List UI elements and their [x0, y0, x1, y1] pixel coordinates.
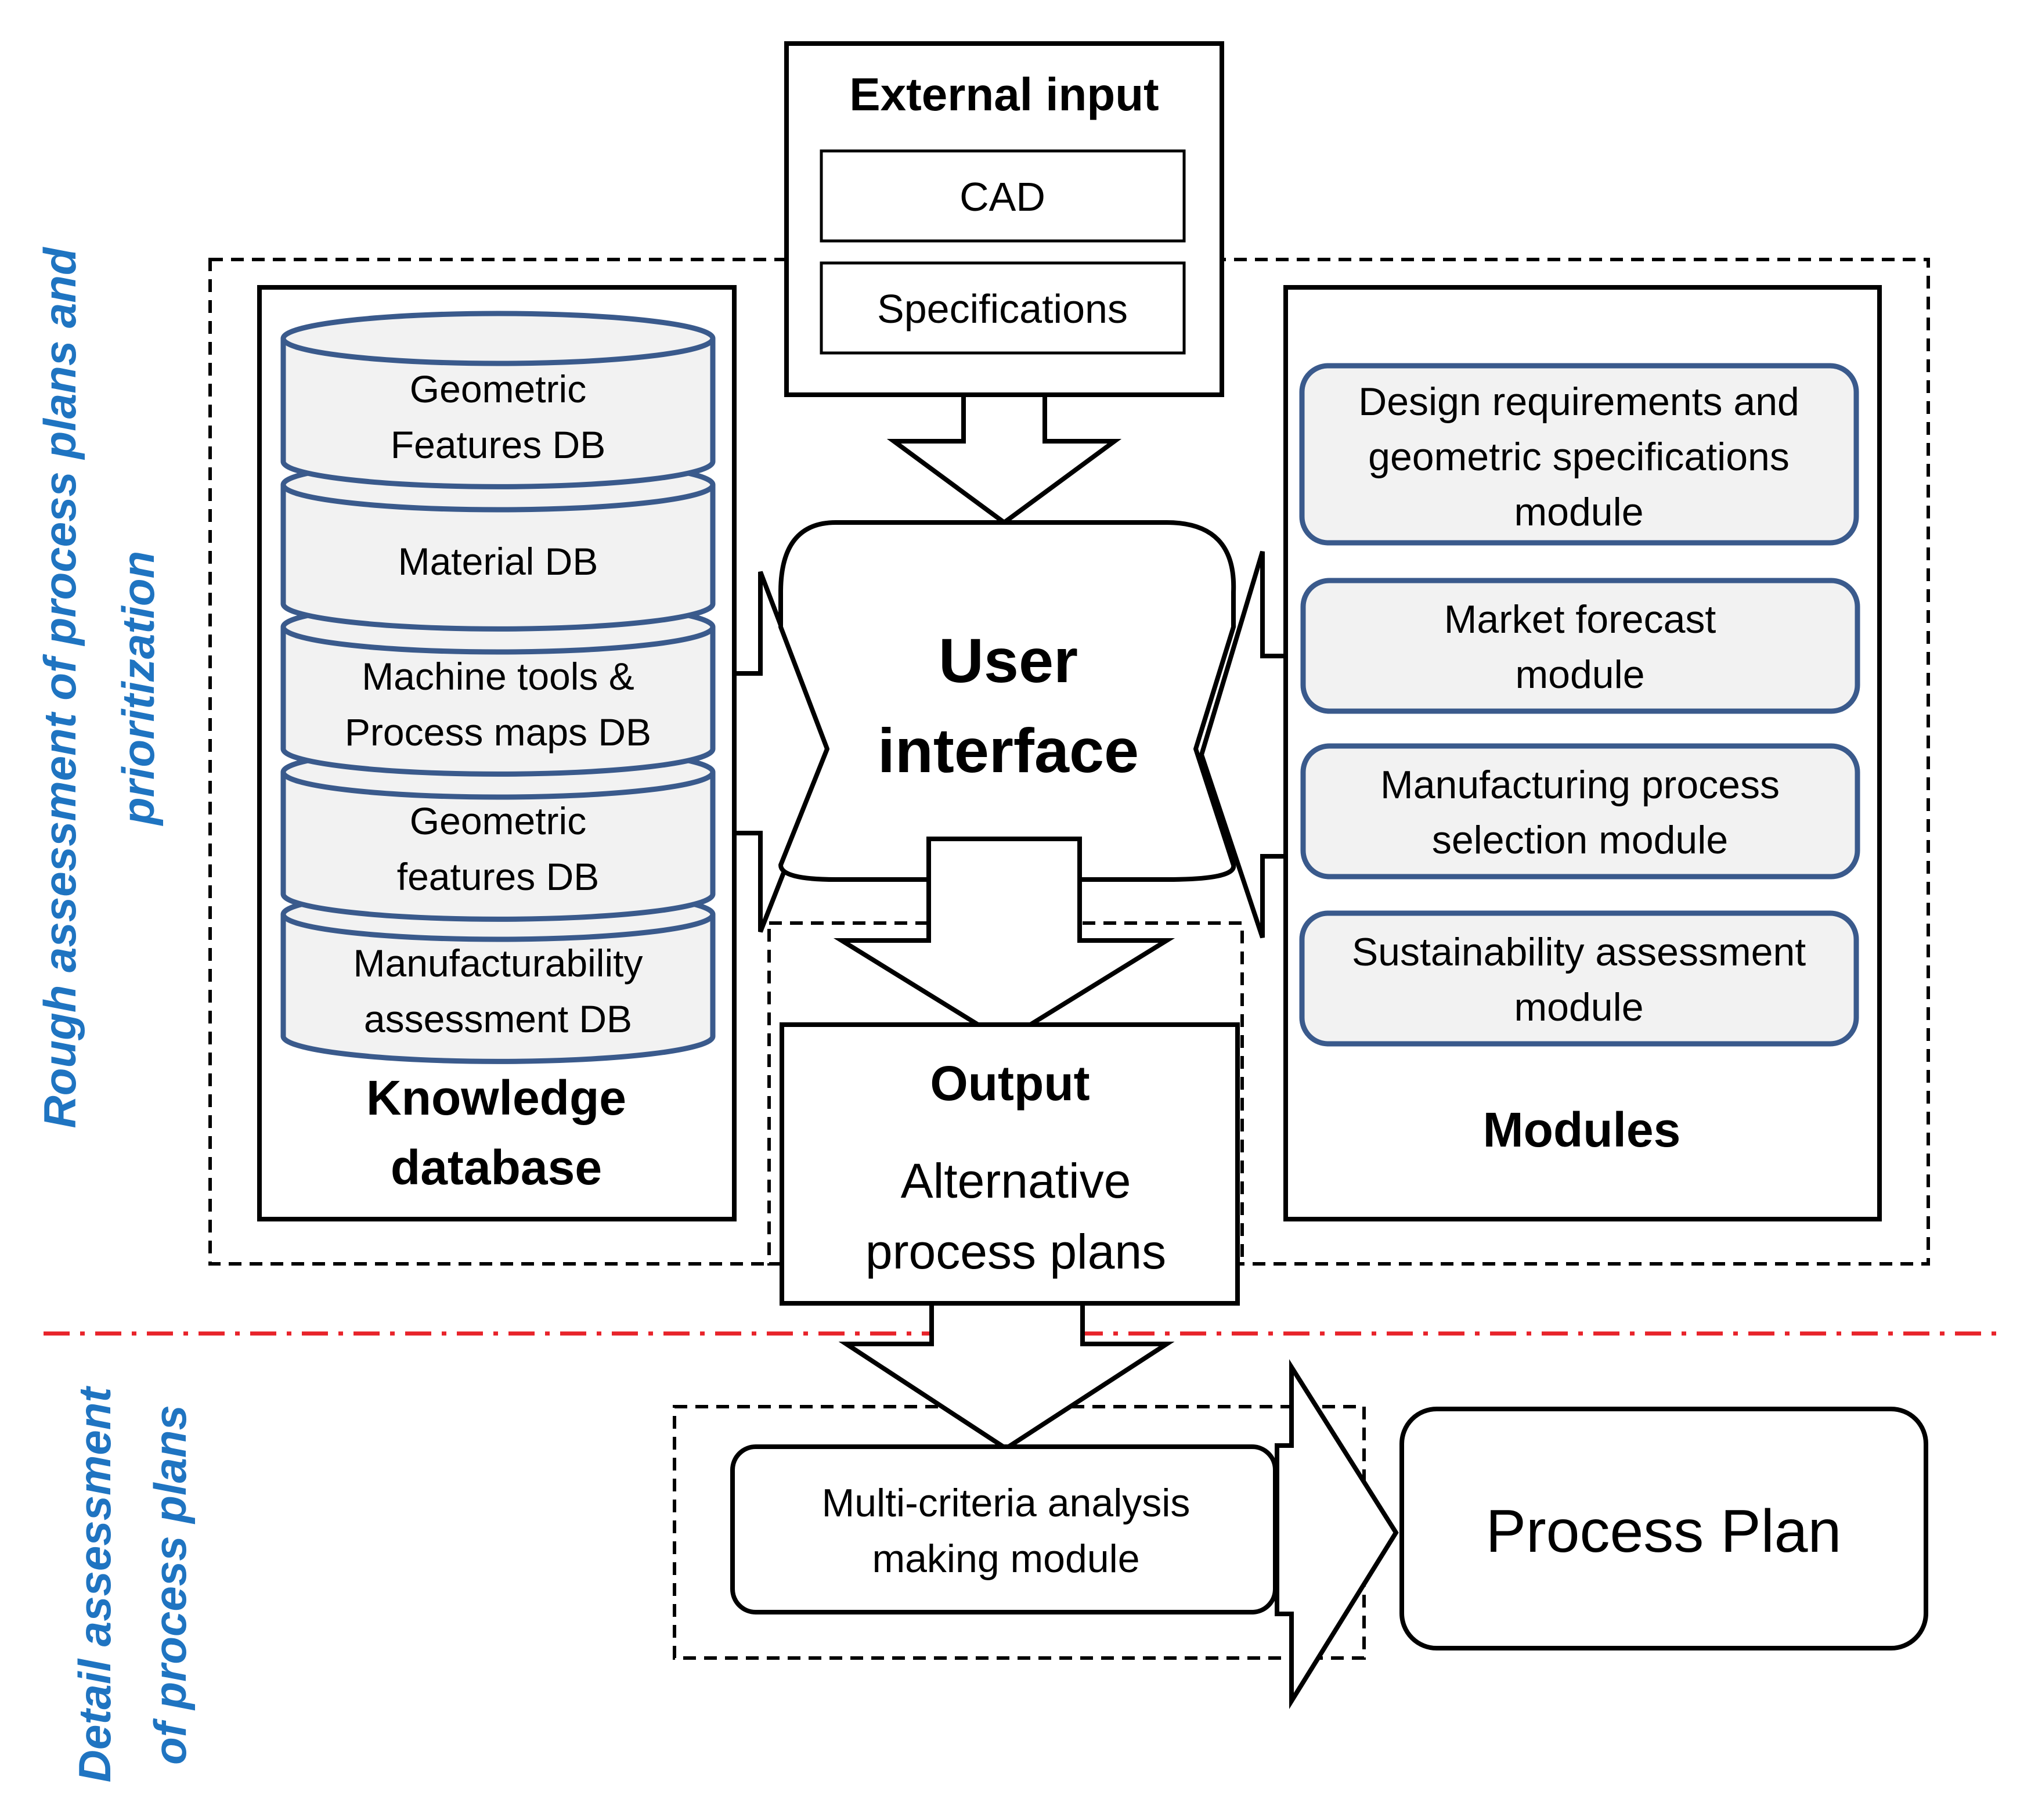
module-label-line: module	[1515, 653, 1644, 697]
detail-assessment-label: Detail assessment of process plans	[69, 1386, 196, 1783]
output-box	[780, 1022, 1240, 1306]
rough-assessment-label-line2: prioritization	[113, 551, 164, 826]
module-label-line: selection module	[1432, 818, 1728, 862]
module-label-line: geometric specifications	[1368, 435, 1790, 479]
db-label-line2: Process maps DB	[345, 711, 651, 754]
module-manufacturing-process-selection	[1300, 743, 1860, 880]
db-label-line1: Machine tools &	[362, 655, 634, 698]
cad-input-box	[820, 149, 1186, 243]
cad-input-label: CAD	[959, 174, 1045, 219]
detail-assessment-label-line2: of process plans	[145, 1405, 196, 1765]
process-plan-label: Process Plan	[1486, 1498, 1842, 1565]
module-label-line: module	[1514, 985, 1643, 1029]
db-label-line1: Material DB	[398, 540, 598, 583]
module-label-line: Design requirements and	[1358, 380, 1799, 424]
process-plan-box	[1399, 1407, 1928, 1650]
modules-connector	[1199, 550, 1288, 939]
modules-title: Modules	[1483, 1102, 1681, 1157]
user-interface-label-line1: User	[939, 625, 1078, 695]
module-label-line: module	[1514, 490, 1643, 534]
output-title: Output	[930, 1056, 1090, 1111]
detail-assessment-label-line1: Detail assessment	[69, 1386, 120, 1783]
db-label-line1: Geometric	[410, 367, 586, 410]
db-label-line2: assessment DB	[364, 997, 632, 1040]
module-sustainability-assessment	[1299, 910, 1859, 1047]
mca-module-box	[730, 1444, 1278, 1614]
user-interface-shape	[778, 520, 1236, 882]
knowledge-database-title-line1: Knowledge	[366, 1071, 626, 1125]
mca-module-label-line2: making module	[872, 1537, 1139, 1581]
mca-module-label-line1: Multi-criteria analysis	[822, 1481, 1191, 1525]
external-input-arrow	[886, 392, 1122, 525]
module-label-line: Market forecast	[1444, 597, 1716, 641]
specifications-input-box	[820, 261, 1186, 355]
rough-assessment-label: Rough assessment of process plans and pr…	[34, 247, 164, 1128]
db-label-line2: Features DB	[391, 423, 605, 466]
db-label-line1: Geometric	[410, 799, 586, 842]
output-label-line2: process plans	[865, 1224, 1166, 1279]
output-label-line1: Alternative	[901, 1154, 1131, 1208]
user-interface-label-line2: interface	[878, 715, 1139, 785]
mca-to-process-plan-arrow	[1275, 1359, 1399, 1710]
db-label-line2: features DB	[397, 855, 600, 898]
module-market-forecast	[1300, 578, 1860, 714]
rough-assessment-label-line1: Rough assessment of process plans and	[34, 247, 85, 1128]
module-design-requirements	[1299, 363, 1859, 546]
knowledge-database-title-line2: database	[391, 1140, 602, 1195]
module-label-line: Sustainability assessment	[1352, 930, 1806, 974]
external-input-title: External input	[849, 69, 1159, 120]
output-to-mca-arrow	[838, 1301, 1175, 1451]
specifications-input-label: Specifications	[877, 286, 1128, 331]
db-cylinder-geometric-features: Geometric Features DB	[280, 311, 716, 489]
db-label-line1: Manufacturability	[353, 942, 643, 985]
module-label-line: Manufacturing process	[1380, 763, 1780, 807]
